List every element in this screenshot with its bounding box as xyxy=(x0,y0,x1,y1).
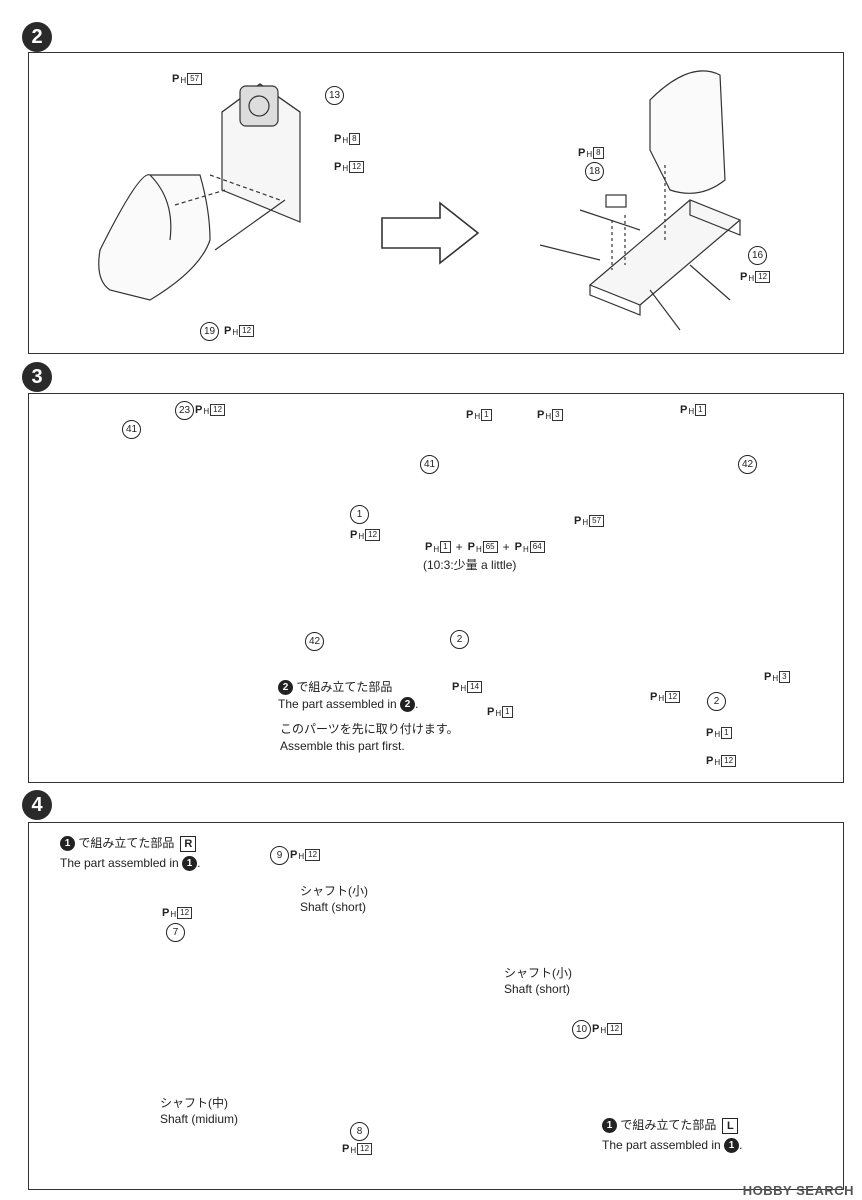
assembled-note-en: The part assembled in 2. xyxy=(278,697,419,713)
paint-mix-ratio: (10:3:少量 a little) xyxy=(423,558,517,572)
shaft-short-label-en: Shaft (short) xyxy=(504,982,571,996)
first-note-en: Assemble this part first. xyxy=(280,739,405,753)
part-number-41: 41 xyxy=(122,420,141,439)
part-number-16: 16 xyxy=(748,246,767,265)
part-number-42: 42 xyxy=(305,632,324,651)
step-2-badge: 2 xyxy=(22,22,52,52)
step-4-panel xyxy=(28,822,844,1190)
part-number-41: 41 xyxy=(420,455,439,474)
part-number-42: 42 xyxy=(738,455,757,474)
part-number-8: 8 xyxy=(350,1122,369,1141)
part-number-18: 18 xyxy=(585,162,604,181)
part-r-note-en: The part assembled in 1. xyxy=(60,856,201,872)
part-number-2: 2 xyxy=(450,630,469,649)
step-3-badge: 3 xyxy=(22,362,52,392)
part-number-1: 1 xyxy=(350,505,369,524)
part-number-19: 19 xyxy=(200,322,219,341)
first-note-jp: このパーツを先に取り付けます。 xyxy=(280,722,459,736)
part-number-2: 2 xyxy=(707,692,726,711)
part-number-23: 23 xyxy=(175,401,194,420)
shaft-mid-label-jp: シャフト(中) xyxy=(160,1096,228,1110)
part-number-7: 7 xyxy=(166,923,185,942)
assembled-note-jp: 2 で組み立てた部品 xyxy=(278,680,392,696)
part-number-9: 9 xyxy=(270,846,289,865)
part-l-note-en: The part assembled in 1. xyxy=(602,1138,743,1154)
shaft-short-label-en: Shaft (short) xyxy=(300,900,367,914)
shaft-short-label-jp: シャフト(小) xyxy=(504,966,572,980)
part-number-13: 13 xyxy=(325,86,344,105)
shaft-mid-label-en: Shaft (midium) xyxy=(160,1112,239,1126)
watermark-logo: HOBBY SEARCH xyxy=(742,1183,854,1198)
step-4-badge: 4 xyxy=(22,790,52,820)
part-number-10: 10 xyxy=(572,1020,591,1039)
shaft-short-label-jp: シャフト(小) xyxy=(300,884,368,898)
